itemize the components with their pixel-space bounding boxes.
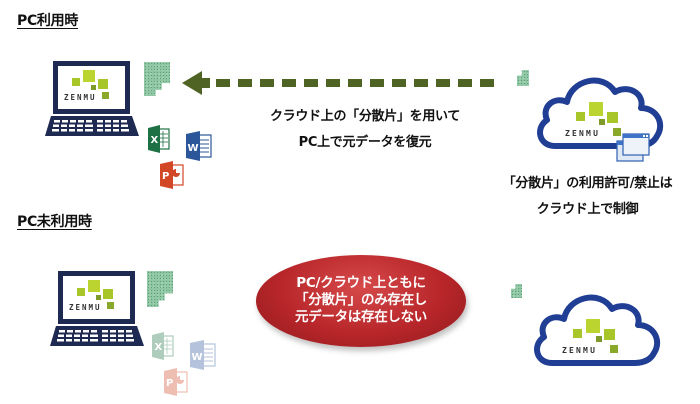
laptop-illustration: ZENMU ZENMU [45,60,140,140]
svg-text:ZENMU: ZENMU [562,346,597,355]
oval-line1: PC/クラウド上ともに [296,275,426,291]
data-fragment-icon-bottom [147,271,173,307]
excel-icon-faded: X [152,332,174,360]
svg-text:X: X [155,342,163,353]
arrow-caption-line2: PC上で元データを復元 [298,135,432,150]
oval-line3: 元データは存在しない [295,309,427,325]
svg-text:ZENMU: ZENMU [64,93,97,102]
cloud-illustration-bottom: ZENMU ZENMU [525,285,670,375]
status-oval [256,255,466,347]
arrow-caption-line1: クラウド上の「分散片」を用いて [269,109,461,124]
section-heading-pc-unused: PC未利用時 [17,214,92,230]
office-icons-faded-group: X W P [152,332,222,398]
arrow-caption: クラウド上の「分散片」を用いて PC上で元データを復元 [235,104,495,156]
excel-icon: X [148,125,170,153]
status-oval-text: PC/クラウド上ともに 「分散片」のみ存在し 元データは存在しない [256,275,466,326]
word-icon-faded: W [190,340,216,370]
cloud-caption-line2: クラウド上で制御 [536,202,639,217]
data-fragment-small-icon-bottom [511,284,522,298]
svg-text:ZENMU: ZENMU [565,129,600,138]
word-icon: W [186,131,212,161]
section-heading-pc-use: PC利用時 [17,13,79,29]
cloud-caption: 「分散片」の利用許可/禁止は クラウド上で制御 [485,171,690,223]
svg-text:ZENMU: ZENMU [69,303,102,312]
dashed-arrow-left [180,70,500,96]
app-window-icon [616,133,650,163]
office-icons-group: X W P [148,125,218,189]
svg-text:P: P [162,171,169,182]
oval-line2: 「分散片」のみ存在し [295,292,427,308]
svg-text:P: P [166,378,173,389]
cloud-illustration: ZENMU ZENMU [533,68,668,158]
powerpoint-icon-faded: P [164,368,188,396]
data-fragment-small-icon [517,70,529,86]
cloud-caption-line1: 「分散片」の利用許可/禁止は [502,176,673,191]
svg-text:W: W [188,143,199,154]
powerpoint-icon: P [160,161,184,189]
svg-text:W: W [192,352,203,363]
svg-text:X: X [151,135,159,146]
laptop-illustration-bottom: ZENMU ZENMU [50,270,145,350]
data-fragment-icon [144,62,170,96]
